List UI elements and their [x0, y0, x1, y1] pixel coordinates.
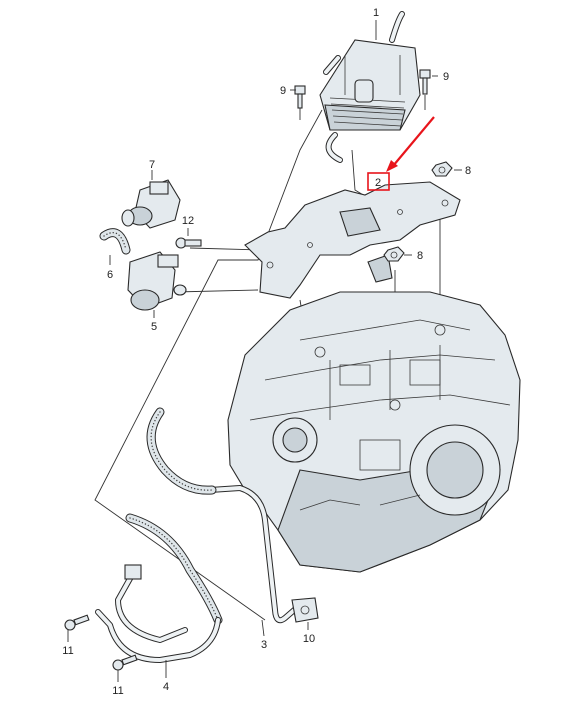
callout-3: 3	[261, 639, 267, 651]
nut-8b[interactable]	[383, 246, 405, 262]
callout-7: 7	[149, 159, 155, 171]
callout-1: 1	[373, 7, 379, 19]
callout-10: 10	[303, 633, 315, 645]
callout-9b: 9	[443, 71, 449, 83]
bolt-11b[interactable]	[112, 654, 138, 671]
bracket[interactable]	[244, 181, 461, 299]
clip-10[interactable]	[291, 597, 319, 623]
valve-7[interactable]	[121, 179, 181, 229]
callout-11a: 11	[62, 645, 73, 657]
valve-5[interactable]	[127, 251, 187, 311]
highlight-marker	[367, 116, 435, 191]
part-2-highlight-box	[367, 172, 390, 191]
callout-12: 12	[182, 215, 194, 227]
bolt-11a[interactable]	[64, 614, 90, 631]
bolt-9b[interactable]	[419, 69, 431, 95]
callout-6: 6	[107, 269, 113, 281]
callout-11b: 11	[112, 685, 123, 697]
callout-8b: 8	[417, 250, 423, 262]
callout-8a: 8	[465, 165, 471, 177]
callout-4: 4	[163, 681, 169, 693]
callout-labels: 1 2 3 4 5 6 7 8 8 9 9 10 11 11 12	[62, 7, 471, 697]
bolt-9a[interactable]	[294, 85, 306, 109]
leader-lines	[67, 20, 462, 682]
nut-8a[interactable]	[431, 161, 453, 177]
bolt-12[interactable]	[175, 237, 202, 249]
highlight-arrow-head	[386, 160, 398, 172]
callout-5: 5	[151, 321, 157, 333]
oil-cooler[interactable]	[319, 11, 421, 163]
callout-2: 2	[375, 177, 381, 189]
transmission-housing	[227, 291, 521, 573]
pipe-3[interactable]	[146, 407, 303, 624]
hose-6[interactable]	[99, 228, 131, 255]
callout-9a: 9	[280, 85, 286, 97]
pipe-4[interactable]	[95, 513, 223, 663]
